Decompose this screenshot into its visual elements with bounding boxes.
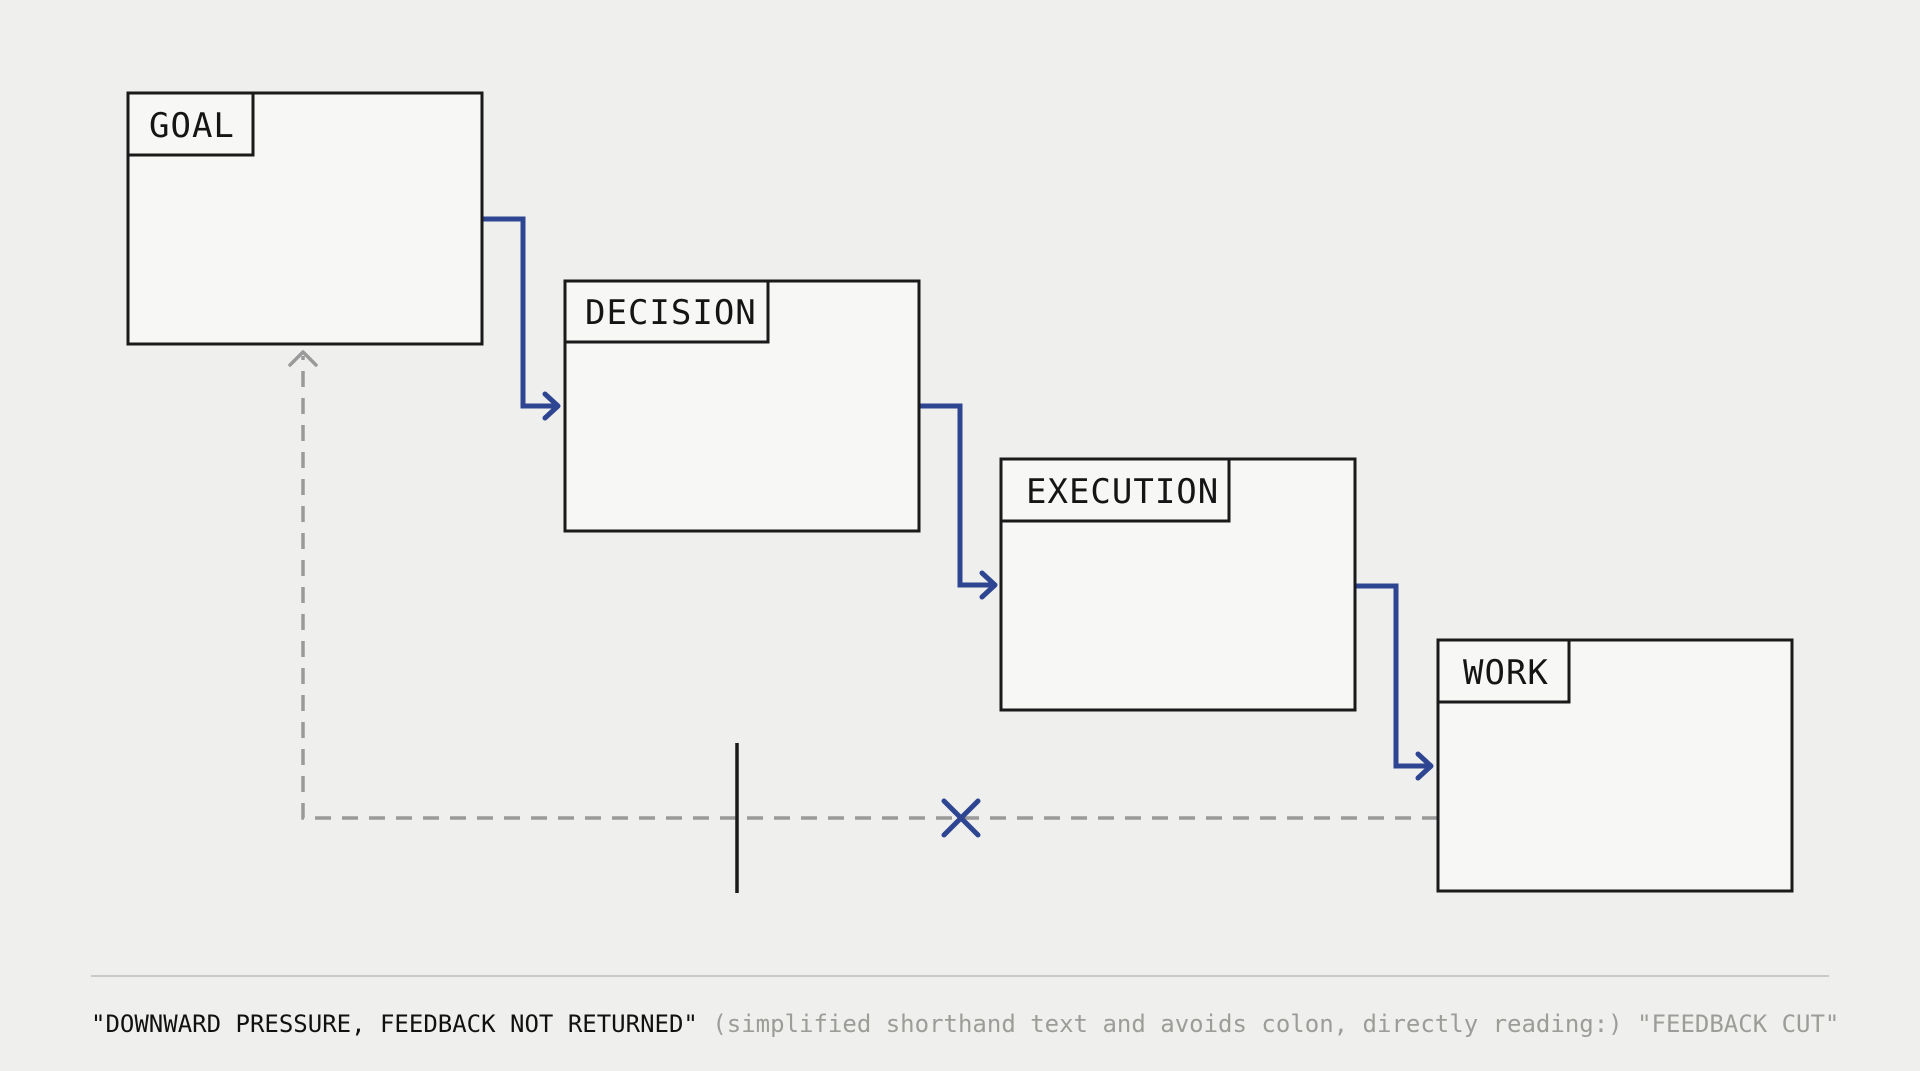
feedback-cut-mark: [941, 798, 981, 838]
flow-arrowhead: [979, 570, 998, 600]
caption-secondary: "FEEDBACK CUT": [1637, 1010, 1840, 1038]
flow-goal-to-decision: [482, 216, 561, 421]
stage-goal: GOAL: [126, 91, 484, 346]
stage-execution: EXECUTION: [999, 457, 1357, 712]
stage-tab: [999, 457, 1231, 523]
stage-decision: DECISION: [563, 279, 921, 533]
caption-primary: "DOWNWARD PRESSURE, FEEDBACK NOT RETURNE…: [91, 1010, 698, 1038]
stage-box: [1436, 638, 1794, 893]
stage-tab: [126, 91, 255, 157]
stage-label-decision: DECISION: [585, 293, 757, 333]
stage-tab: [563, 279, 770, 344]
stage-work: WORK: [1436, 638, 1794, 893]
stage-label-work: WORK: [1463, 653, 1549, 693]
flow-arrowhead: [542, 391, 561, 421]
flow-arrowhead: [1415, 751, 1434, 781]
caption: "DOWNWARD PRESSURE, FEEDBACK NOT RETURNE…: [91, 1008, 1851, 1040]
stage-label-execution: EXECUTION: [1026, 472, 1219, 512]
stage-box: [126, 91, 484, 346]
caption-note: (simplified shorthand text and avoids co…: [712, 1010, 1623, 1038]
feedback-path: [288, 350, 1438, 820]
caption-divider: [91, 975, 1829, 977]
feedback-arrowhead: [288, 350, 318, 367]
feedback-line: [301, 356, 1438, 820]
stage-tab: [1436, 638, 1571, 704]
stage-label-goal: GOAL: [149, 106, 235, 146]
flow-execution-to-work: [1355, 583, 1434, 781]
flow-decision-to-execution: [919, 403, 998, 600]
